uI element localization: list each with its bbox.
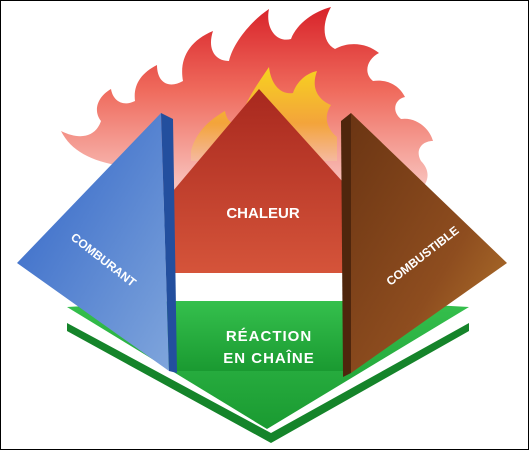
combustible-face	[351, 113, 507, 373]
white-band	[173, 273, 351, 303]
chaleur-label: CHALEUR	[226, 205, 299, 222]
comburant-face	[17, 113, 169, 371]
reaction-label-line1: RÉACTION	[226, 328, 312, 345]
reaction-panel	[173, 301, 353, 371]
combustible-edge	[341, 113, 351, 377]
comburant-edge	[161, 113, 177, 373]
reaction-label-line2: EN CHAÎNE	[223, 349, 315, 367]
heat-face	[173, 89, 351, 273]
